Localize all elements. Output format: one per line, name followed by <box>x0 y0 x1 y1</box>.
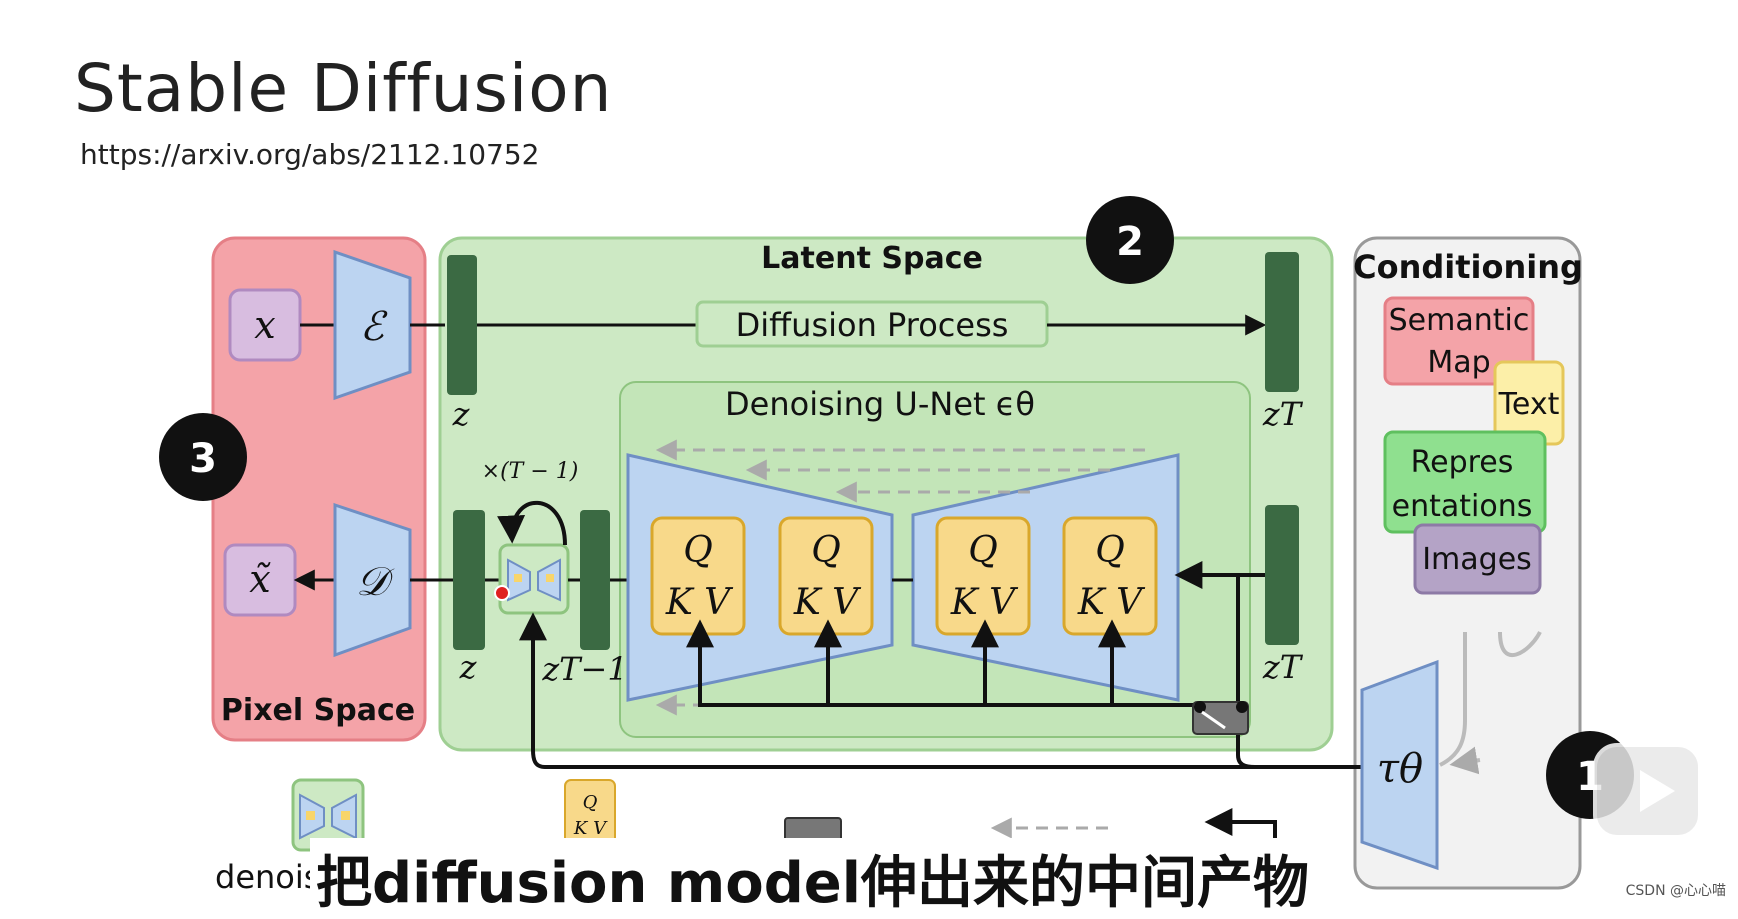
svg-text:Images: Images <box>1422 542 1532 577</box>
encoder-label: ℰ <box>360 304 388 350</box>
conditioning-label: Conditioning <box>1353 248 1583 286</box>
pixel-space-label: Pixel Space <box>221 693 415 728</box>
qkv-block-1: Q K V <box>650 516 746 636</box>
svg-text:Q: Q <box>811 530 841 571</box>
svg-text:Q: Q <box>1095 530 1125 571</box>
svg-text:Q: Q <box>683 530 713 571</box>
diffusion-process-label: Diffusion Process <box>736 306 1009 344</box>
svg-text:Q: Q <box>583 792 598 813</box>
svg-text:K V: K V <box>1077 582 1146 623</box>
tau-encoder <box>1360 659 1439 871</box>
svg-text:Q: Q <box>968 530 998 571</box>
z-top-label: z <box>452 395 471 433</box>
unet-label: Denoising U-Net ϵθ <box>725 385 1035 423</box>
semantic-map-box <box>1383 296 1535 386</box>
legend-denoising-label: denois <box>215 858 320 896</box>
qkv-block-2: Q K V <box>778 516 874 636</box>
z-top-bar <box>447 255 477 395</box>
svg-text:Semantic: Semantic <box>1389 303 1530 338</box>
svg-text:Map: Map <box>1427 345 1490 380</box>
switch-icon <box>1192 701 1249 735</box>
latent-space-label: Latent Space <box>761 241 983 276</box>
svg-text:entations: entations <box>1392 489 1533 524</box>
zT-1-label: zT−1 <box>541 650 627 688</box>
svg-text:K V: K V <box>950 582 1019 623</box>
encoder-trapezoid <box>333 249 412 401</box>
svg-text:Text: Text <box>1498 387 1560 422</box>
badge-2 <box>1086 196 1174 284</box>
x-tilde-label: x̃ <box>249 557 270 601</box>
zT-1-bar <box>580 510 610 650</box>
zT-bottom-label: zT <box>1262 648 1304 686</box>
repeat-label: ×(T − 1) <box>482 459 579 484</box>
tau-label: τθ <box>1377 746 1423 792</box>
watermark: CSDN @心心喵 <box>1625 883 1726 899</box>
play-overlay-icon <box>1593 743 1702 839</box>
qkv-block-4: Q K V <box>1062 516 1158 636</box>
decoder-trapezoid <box>333 502 412 658</box>
badge-2-label: 2 <box>1116 219 1144 265</box>
svg-text:Repres: Repres <box>1411 445 1514 480</box>
video-subtitle: 把diffusion model伸出来的中间产物 <box>310 838 1315 919</box>
slide-title: Stable Diffusion <box>74 50 613 127</box>
legend-arrow <box>1204 808 1277 845</box>
svg-text:K V: K V <box>573 818 608 839</box>
svg-text:K V: K V <box>793 582 862 623</box>
z-bottom-bar <box>453 510 485 650</box>
paper-link[interactable]: https://arxiv.org/abs/2112.10752 <box>80 138 540 171</box>
images-box <box>1413 523 1542 595</box>
badge-3-label: 3 <box>189 436 217 482</box>
zT-bottom-bar <box>1265 505 1299 645</box>
qkv-block-3: Q K V <box>935 516 1031 636</box>
zT-top-bar <box>1265 252 1299 392</box>
z-bottom-label: z <box>459 648 478 686</box>
zT-top-label: zT <box>1262 395 1304 433</box>
svg-text:K V: K V <box>665 582 734 623</box>
badge-3 <box>159 413 247 501</box>
legend-qkv-icon: Q K V <box>564 779 616 847</box>
x-label: x <box>254 303 275 347</box>
